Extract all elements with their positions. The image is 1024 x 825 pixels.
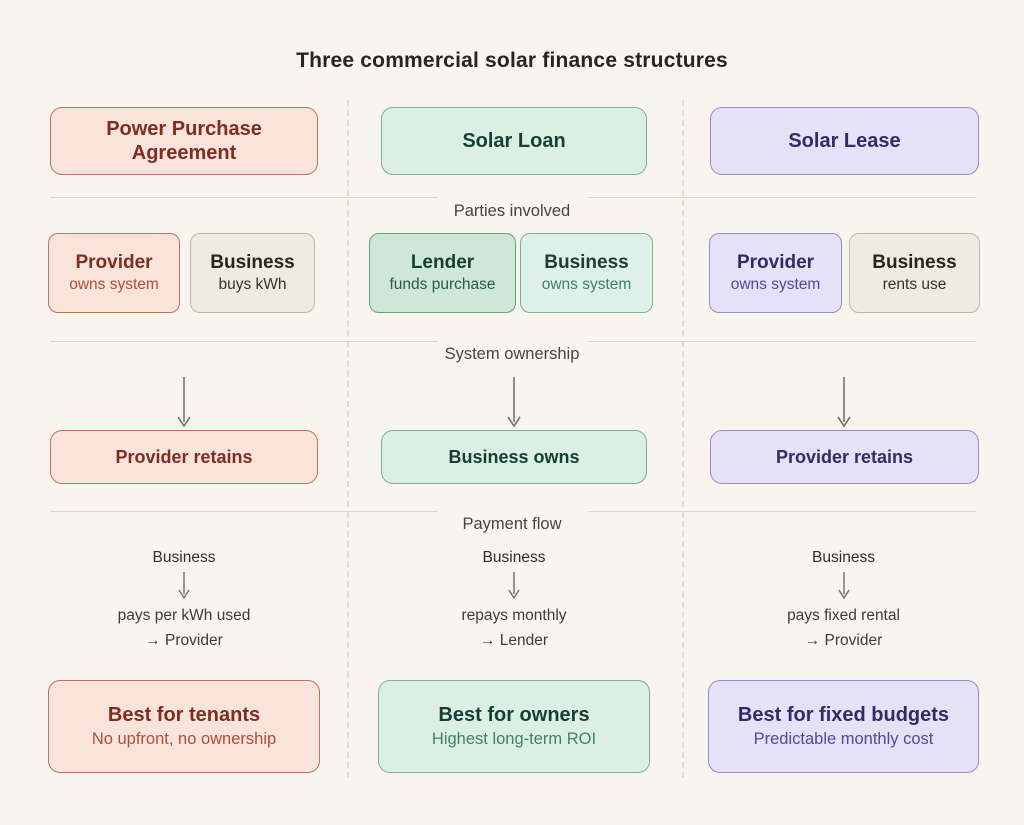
header-box-loan: Solar Loan <box>381 107 647 175</box>
section-divider-line <box>50 197 438 198</box>
payment-action-loan: repays monthly <box>461 607 567 624</box>
best-for-detail: No upfront, no ownership <box>91 730 277 749</box>
section-label-parties: Parties involved <box>453 202 571 220</box>
party-box-loan-lender: Lender funds purchase <box>369 233 516 313</box>
payment-payer-loan: Business <box>482 549 546 566</box>
payment-payer-ppa: Business <box>152 549 216 566</box>
down-arrow-icon <box>178 572 190 600</box>
header-label-ppa: Power Purchase Agreement <box>106 117 262 164</box>
down-arrow-icon <box>837 377 851 428</box>
best-for-heading: Best for tenants <box>107 704 261 727</box>
payment-recipient-lease: → Provider <box>804 632 883 649</box>
ownership-box-ppa: Provider retains <box>50 430 318 484</box>
down-arrow-icon <box>177 377 191 428</box>
down-arrow-icon <box>507 377 521 428</box>
payment-recipient-loan: → Lender <box>479 632 549 649</box>
best-for-heading: Best for fixed budgets <box>737 704 950 727</box>
party-name: Lender <box>410 252 475 274</box>
ownership-label: Provider retains <box>115 446 253 467</box>
best-for-box-ppa: Best for tenants No upfront, no ownershi… <box>48 680 320 773</box>
party-box-loan-business: Business owns system <box>520 233 653 313</box>
header-box-ppa: Power Purchase Agreement <box>50 107 318 175</box>
down-arrow-icon <box>508 572 520 600</box>
party-box-ppa-business: Business buys kWh <box>190 233 315 313</box>
best-for-detail: Highest long-term ROI <box>431 730 597 749</box>
best-for-box-lease: Best for fixed budgets Predictable month… <box>708 680 979 773</box>
party-role: rents use <box>882 276 947 294</box>
header-label-lease: Solar Lease <box>788 129 901 152</box>
down-arrow-icon <box>838 572 850 600</box>
party-name: Business <box>210 252 295 274</box>
party-box-lease-provider: Provider owns system <box>709 233 842 313</box>
section-label-payment: Payment flow <box>462 515 562 533</box>
ownership-label: Provider retains <box>775 446 914 467</box>
party-name: Business <box>544 252 629 274</box>
payment-payer-lease: Business <box>812 549 875 566</box>
best-for-box-loan: Best for owners Highest long-term ROI <box>378 680 650 773</box>
party-name: Provider <box>736 252 815 274</box>
best-for-heading: Best for owners <box>438 704 590 727</box>
payment-recipient-ppa: → Provider <box>145 632 223 649</box>
party-role: owns system <box>730 276 821 294</box>
ownership-box-lease: Provider retains <box>710 430 979 484</box>
column-divider <box>347 100 349 778</box>
best-for-detail: Predictable monthly cost <box>753 730 934 749</box>
section-divider-line <box>588 197 976 198</box>
party-role: funds purchase <box>389 276 496 294</box>
party-name: Provider <box>75 252 153 274</box>
payment-action-ppa: pays per kWh used <box>117 607 251 624</box>
party-box-ppa-provider: Provider owns system <box>48 233 180 313</box>
party-role: owns system <box>69 276 159 294</box>
party-role: buys kWh <box>218 276 287 294</box>
ownership-box-loan: Business owns <box>381 430 647 484</box>
party-name: Business <box>872 252 957 274</box>
section-label-ownership: System ownership <box>444 345 580 363</box>
header-box-lease: Solar Lease <box>710 107 979 175</box>
payment-action-lease: pays fixed rental <box>787 607 900 624</box>
diagram-title: Three commercial solar finance structure… <box>296 49 728 72</box>
column-divider <box>682 100 684 778</box>
section-divider-line <box>588 511 976 512</box>
header-label-loan: Solar Loan <box>462 129 566 152</box>
section-divider-line <box>50 511 438 512</box>
party-role: owns system <box>541 276 632 294</box>
section-divider-line <box>588 341 976 342</box>
ownership-label: Business owns <box>448 446 580 467</box>
party-box-lease-business: Business rents use <box>849 233 980 313</box>
section-divider-line <box>50 341 438 342</box>
